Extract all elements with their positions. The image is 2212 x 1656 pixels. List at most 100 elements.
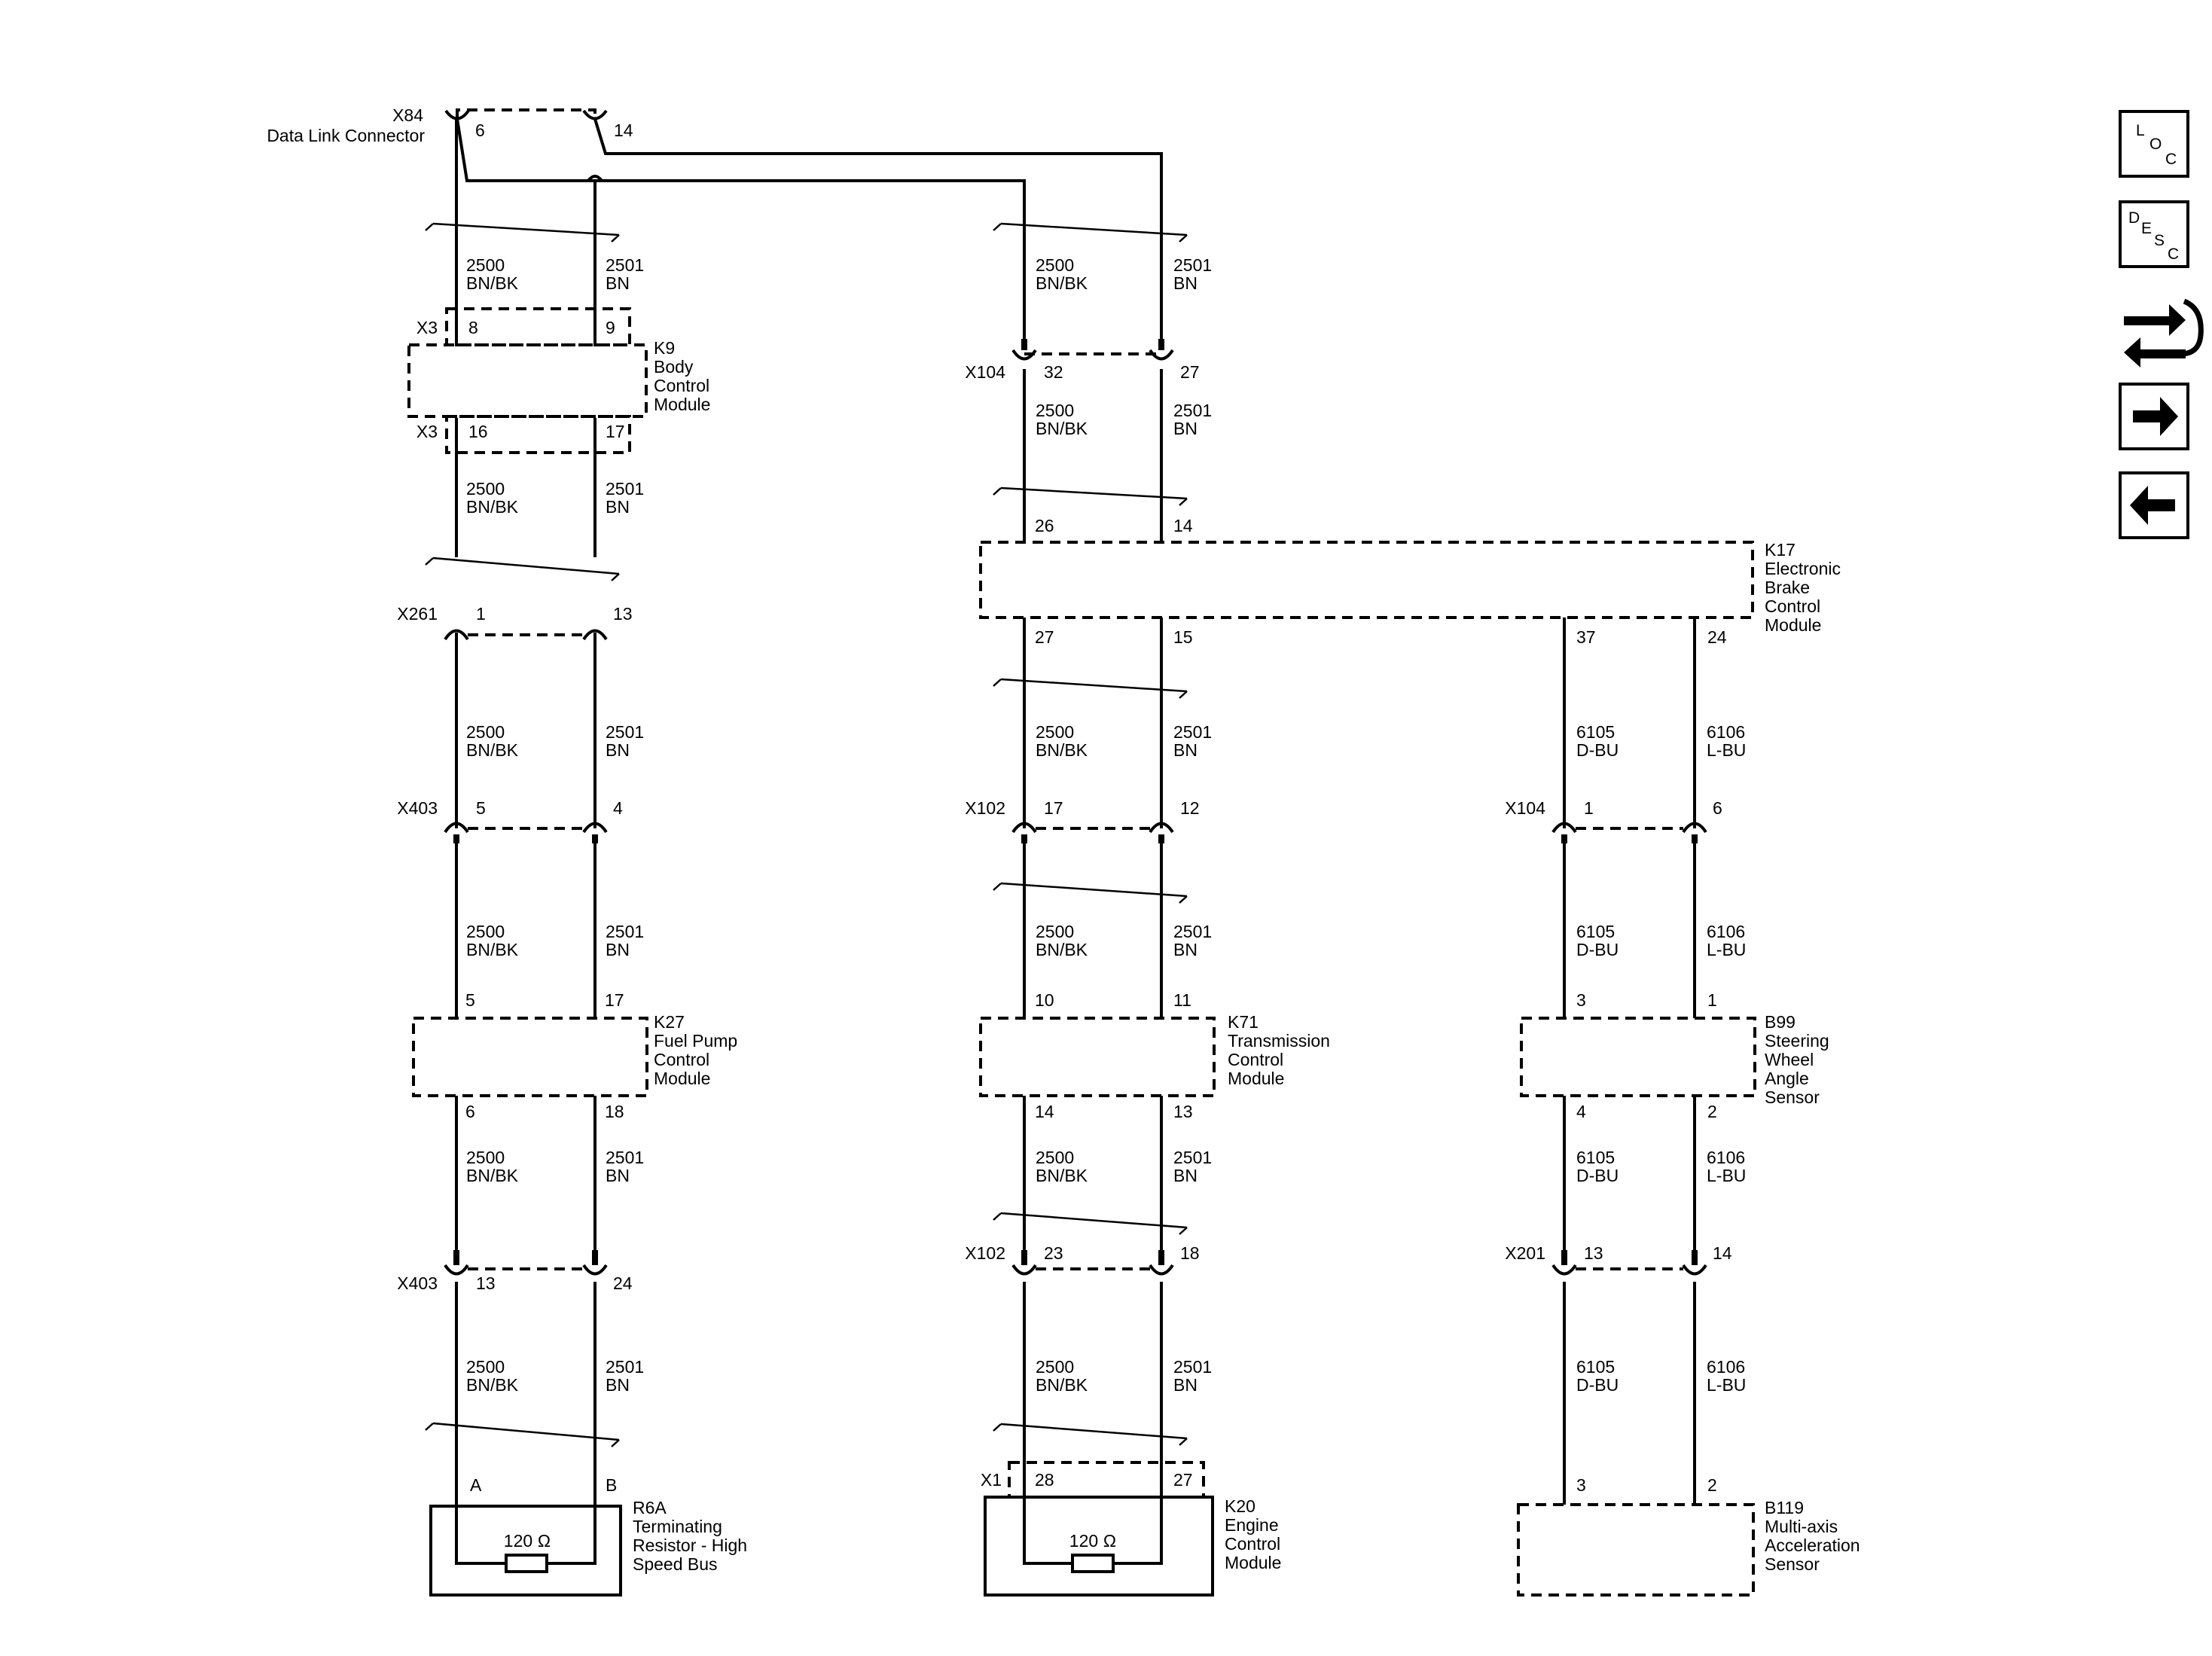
wire-color: BN/BK bbox=[1036, 419, 1088, 438]
x102b-cavity bbox=[1011, 1264, 1037, 1276]
k71-label: K71 bbox=[1228, 1012, 1259, 1032]
wire-color: BN bbox=[606, 1375, 630, 1395]
x84-desc: Data Link Connector bbox=[267, 126, 425, 145]
twist-mark bbox=[432, 222, 620, 236]
k17-pin: 15 bbox=[1173, 627, 1193, 647]
wire-circuit: 2501 bbox=[606, 1357, 644, 1377]
wire-2501-x84 bbox=[593, 118, 1163, 350]
k71-pin: 10 bbox=[1035, 990, 1054, 1010]
b119-label: B119 bbox=[1765, 1498, 1804, 1517]
wire-circuit: 6105 bbox=[1576, 1357, 1615, 1377]
wire-circuit: 2500 bbox=[1036, 722, 1074, 742]
twist-tick bbox=[611, 573, 620, 581]
x102b-pin: 18 bbox=[1180, 1243, 1200, 1263]
prev-page-button[interactable] bbox=[2119, 471, 2189, 539]
x1-outline bbox=[1008, 1461, 1205, 1499]
arrow-right-icon bbox=[2133, 397, 2178, 436]
connector-x102-upper: X102 17 12 bbox=[965, 798, 1200, 843]
k27-label: Control bbox=[654, 1050, 709, 1069]
twist-tick bbox=[425, 1423, 434, 1431]
x403a-pin: 4 bbox=[613, 798, 623, 818]
desc-letter: S bbox=[2154, 232, 2165, 249]
twist-mark bbox=[1000, 678, 1188, 693]
x102b-pin: 23 bbox=[1044, 1243, 1063, 1263]
twist-mark bbox=[1000, 1212, 1188, 1229]
module-b119: 3 2 B119 Multi-axis Acceleration Sensor bbox=[1517, 1475, 1860, 1597]
b99-pin: 2 bbox=[1707, 1102, 1717, 1121]
x201-pin: 14 bbox=[1713, 1243, 1732, 1263]
desc-letter: C bbox=[2168, 246, 2179, 263]
wire-circuit: 2500 bbox=[466, 722, 505, 742]
wire-circuit: 2500 bbox=[1036, 922, 1074, 941]
wire-color: BN bbox=[1173, 1166, 1198, 1185]
k27-label: Module bbox=[654, 1069, 710, 1088]
x102b-name: X102 bbox=[965, 1243, 1005, 1263]
wire-color: BN bbox=[1173, 1375, 1198, 1395]
wire-circuit: 2501 bbox=[1173, 722, 1212, 742]
k17-pin: 26 bbox=[1035, 516, 1054, 535]
r6a-lead bbox=[547, 1506, 596, 1565]
k9-box bbox=[407, 343, 648, 418]
wire-circuit: 2501 bbox=[1173, 922, 1212, 941]
k17-label: K17 bbox=[1765, 540, 1796, 560]
wire-circuit: 2500 bbox=[466, 1357, 505, 1377]
wire-color: BN/BK bbox=[466, 740, 519, 760]
x84-pin-right: 14 bbox=[614, 120, 633, 140]
k20-label: Engine bbox=[1225, 1515, 1279, 1535]
wire-color: BN bbox=[1173, 740, 1198, 760]
wire-color: BN bbox=[606, 740, 630, 760]
x3b-pin: 16 bbox=[468, 422, 488, 441]
next-page-button[interactable] bbox=[2119, 383, 2189, 450]
wires-column-2 bbox=[993, 154, 1188, 1536]
desc-button[interactable]: D E S C bbox=[2119, 200, 2189, 268]
x102a-pin: 17 bbox=[1044, 798, 1063, 818]
k17-pin: 24 bbox=[1707, 627, 1727, 647]
resistor-icon bbox=[505, 1554, 548, 1573]
wire-color: BN/BK bbox=[1036, 1375, 1088, 1395]
b119-pin: 3 bbox=[1576, 1475, 1586, 1495]
x104b-cavity bbox=[1551, 822, 1577, 834]
connector-x84: X84 Data Link Connector 6 14 bbox=[267, 105, 633, 145]
x403a-name: X403 bbox=[397, 798, 438, 818]
wire-circuit: 2500 bbox=[466, 922, 505, 941]
x84-name: X84 bbox=[392, 105, 423, 125]
wire-color: BN/BK bbox=[1036, 1166, 1088, 1185]
module-k17: 26 14 27 15 37 24 K17 Electronic Brake C… bbox=[979, 516, 1841, 647]
wire-color: BN bbox=[606, 1166, 630, 1185]
x3b-outline bbox=[445, 415, 631, 454]
twist-mark bbox=[432, 557, 620, 575]
wire-circuit: 2501 bbox=[1173, 1148, 1212, 1167]
wire-crossover bbox=[587, 175, 603, 182]
k20-label: Control bbox=[1225, 1534, 1280, 1554]
k17-label: Control bbox=[1765, 596, 1820, 616]
connector-view-button[interactable] bbox=[2124, 298, 2204, 367]
wire-color: BN/BK bbox=[466, 497, 519, 517]
k20-label: K20 bbox=[1225, 1496, 1256, 1516]
connector-x261: X261 1 13 bbox=[397, 604, 633, 641]
twist-tick bbox=[611, 1439, 620, 1447]
wire-color: BN bbox=[1173, 273, 1198, 293]
x1-pin: 27 bbox=[1173, 1470, 1193, 1490]
x403a-pin: 5 bbox=[476, 798, 486, 818]
x84-pin-left: 6 bbox=[475, 120, 485, 140]
x102a-name: X102 bbox=[965, 798, 1005, 818]
x403a-cavity bbox=[444, 822, 469, 834]
wire-circuit: 2500 bbox=[1036, 1148, 1074, 1167]
k27-pin: 17 bbox=[605, 990, 624, 1010]
x104b-cavity bbox=[1682, 822, 1707, 834]
loc-button[interactable]: L O C bbox=[2119, 110, 2189, 178]
wire-color: BN/BK bbox=[1036, 740, 1088, 760]
x201-pin: 13 bbox=[1584, 1243, 1603, 1263]
x3a-pin: 8 bbox=[468, 318, 478, 337]
twist-tick bbox=[1179, 1438, 1188, 1446]
connector-x102-lower: X102 23 18 bbox=[965, 1243, 1200, 1276]
x403a-cavity bbox=[582, 822, 608, 834]
twist-tick bbox=[611, 234, 620, 242]
loc-icon bbox=[2119, 110, 2189, 178]
x104b-name: X104 bbox=[1505, 798, 1545, 818]
module-k9: X3 8 9 X3 16 17 K9 Body Control Module bbox=[407, 307, 710, 454]
connector-x104-upper: X104 32 27 bbox=[965, 339, 1200, 382]
wire-color: BN bbox=[1173, 940, 1198, 959]
wire-circuit: 6106 bbox=[1707, 722, 1745, 742]
